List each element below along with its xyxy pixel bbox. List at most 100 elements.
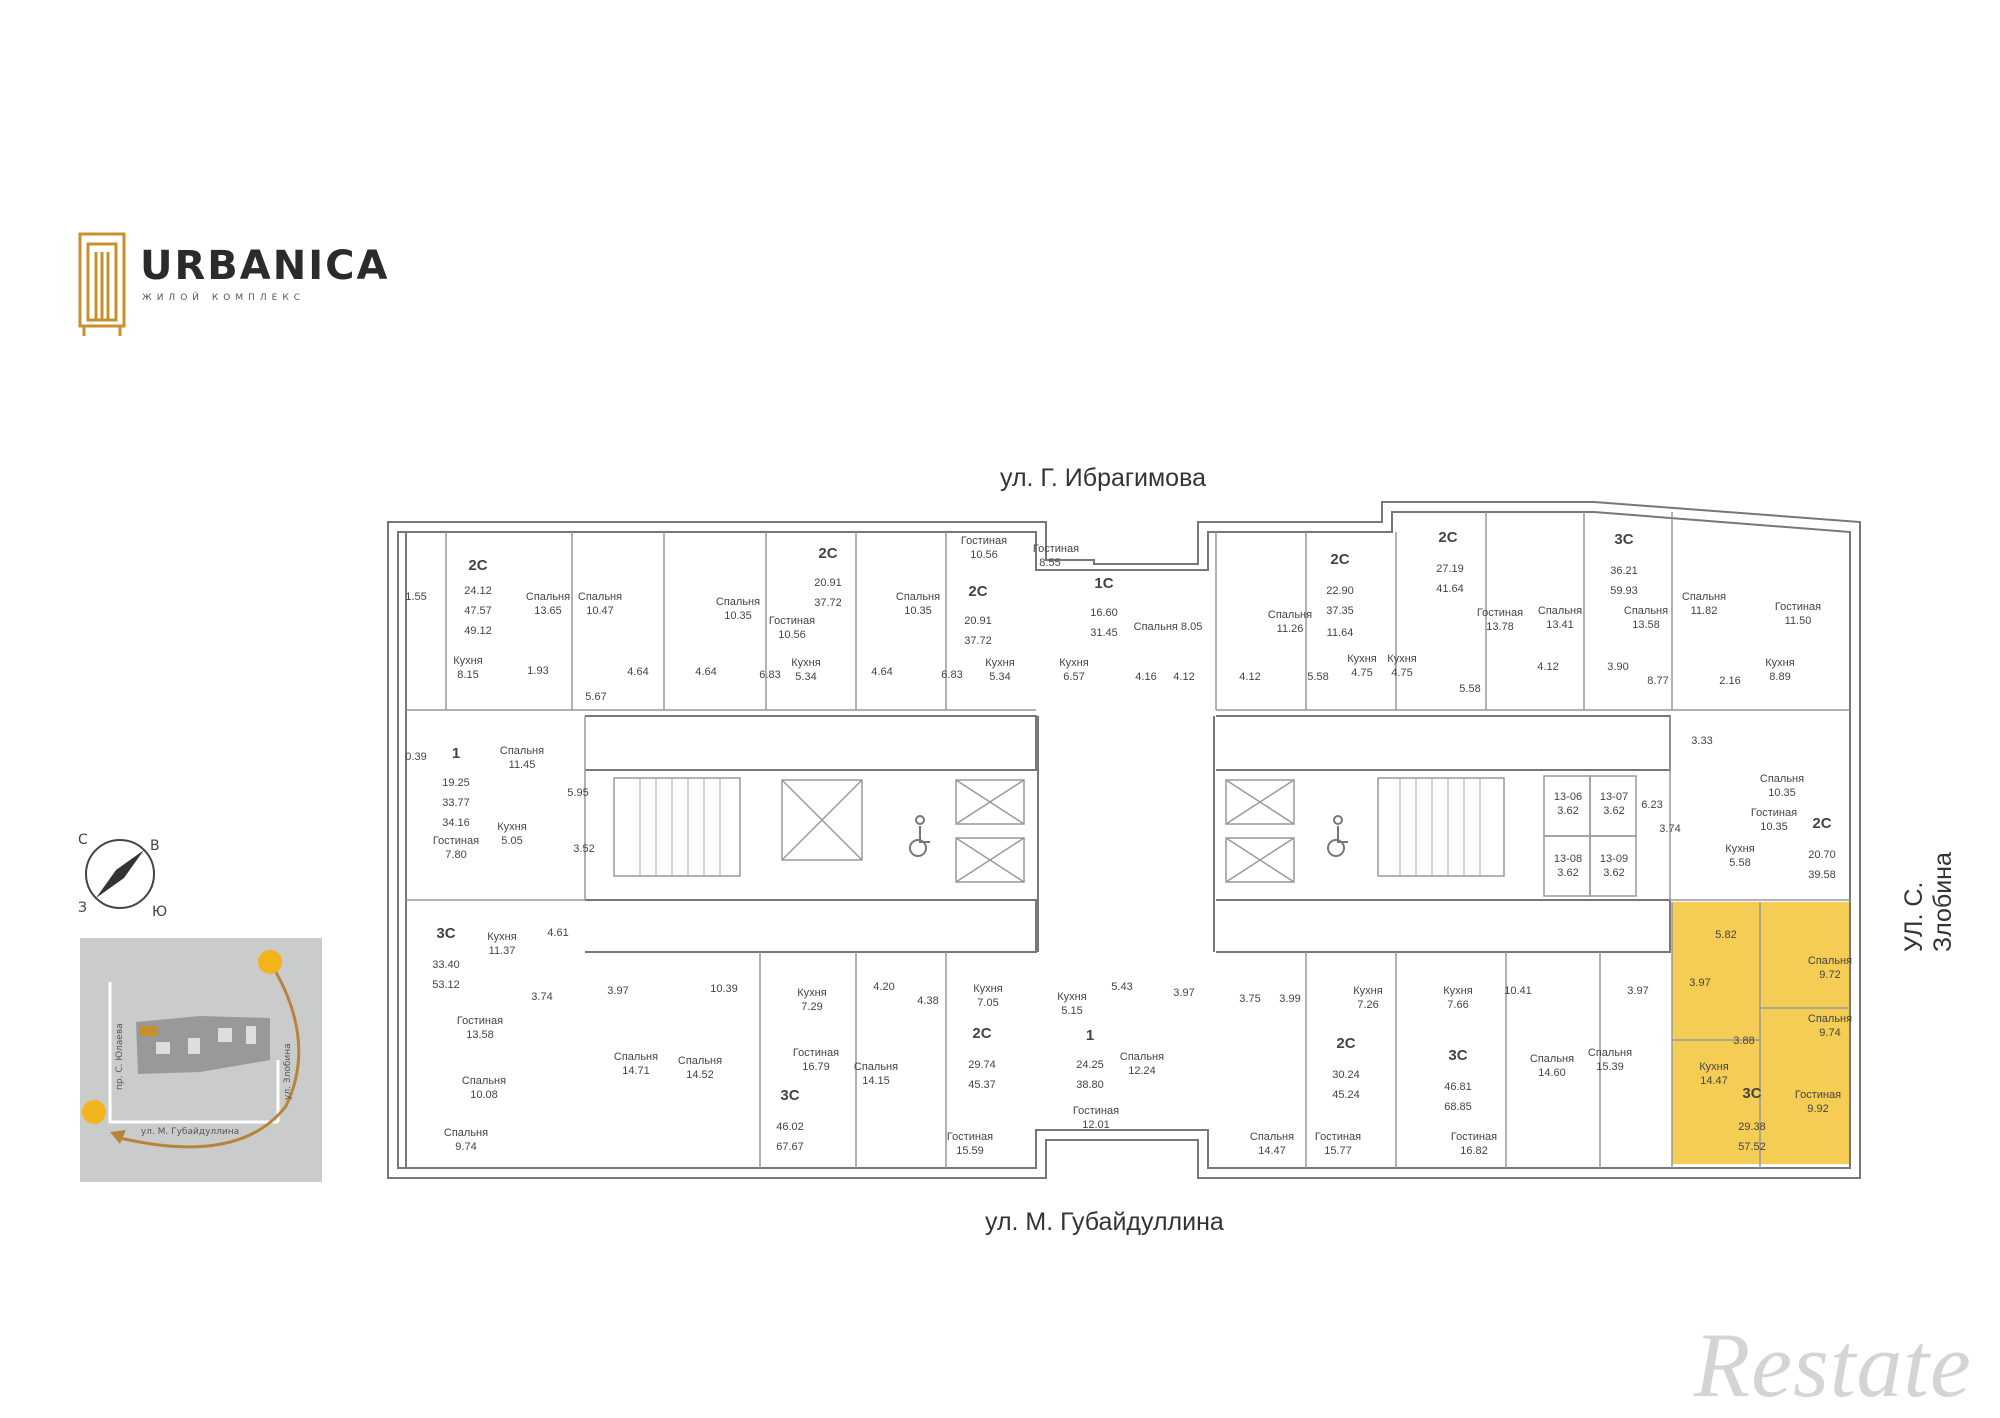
room-label: 3.88: [1733, 1035, 1754, 1047]
room-label: 14.47: [1258, 1145, 1286, 1157]
room-label: 13.58: [466, 1029, 494, 1041]
room-label: 14.15: [862, 1075, 890, 1087]
room-label: Спальня: [896, 591, 940, 603]
room-label: 10.08: [470, 1089, 498, 1101]
room-label: Спальня: [526, 591, 570, 603]
room-label: Кухня: [1699, 1061, 1728, 1073]
compass-east: В: [150, 838, 160, 854]
room-label: 14.71: [622, 1065, 650, 1077]
room-label: 5.43: [1111, 981, 1132, 993]
room-label: Кухня: [1059, 657, 1088, 669]
room-label: 37.72: [964, 635, 992, 647]
room-label: 4.75: [1351, 667, 1372, 679]
selected-apartment-highlight[interactable]: [1672, 902, 1850, 1164]
room-label: Спальня: [1808, 955, 1852, 967]
room-label: 9.72: [1819, 969, 1840, 981]
room-label: 16.60: [1090, 607, 1118, 619]
room-label: Спальня: [1588, 1047, 1632, 1059]
room-label: 11.82: [1691, 605, 1718, 617]
room-label: Спальня: [716, 596, 760, 608]
accessibility-icon: [909, 815, 1348, 857]
room-label: 6.83: [759, 669, 780, 681]
room-label: 3.97: [607, 985, 628, 997]
interior-walls: [406, 512, 1850, 1168]
room-label: Гостиная: [769, 615, 815, 627]
room-label: Кухня: [487, 931, 516, 943]
room-label: 9.74: [1819, 1027, 1840, 1039]
room-label: Гостиная: [947, 1131, 993, 1143]
room-label: 24.12: [464, 585, 492, 597]
room-label: 1C: [1094, 575, 1113, 592]
room-label: 7.66: [1447, 999, 1468, 1011]
room-label: 5.34: [989, 671, 1010, 683]
room-label: Гостиная: [961, 535, 1007, 547]
room-label: 10.35: [724, 610, 752, 622]
room-label: Кухня: [1057, 991, 1086, 1003]
room-label: 45.37: [968, 1079, 996, 1091]
room-label: 1.93: [527, 665, 548, 677]
room-label: 22.90: [1326, 585, 1354, 597]
room-label: 14.47: [1700, 1075, 1728, 1087]
room-label: Гостиная: [1477, 607, 1523, 619]
room-label: 11.50: [1785, 615, 1812, 627]
room-label: 3.97: [1173, 987, 1194, 999]
room-label: 8.77: [1647, 675, 1668, 687]
room-label: 13-06: [1554, 791, 1582, 803]
room-label: Спальня: [1682, 591, 1726, 603]
room-label: 2C: [968, 583, 987, 600]
room-label: Спальня: [1120, 1051, 1164, 1063]
room-label: 39.58: [1808, 869, 1836, 881]
room-label: 15.39: [1596, 1061, 1624, 1073]
compass-south: Ю: [152, 904, 167, 920]
room-label: Спальня: [1538, 605, 1582, 617]
room-label: 37.72: [814, 597, 842, 609]
room-label: 2C: [1330, 551, 1349, 568]
room-label: 37.35: [1326, 605, 1354, 617]
room-label: 13-08: [1554, 853, 1582, 865]
room-label: Гостиная: [1073, 1105, 1119, 1117]
room-label: Кухня: [1443, 985, 1472, 997]
room-label: 14.60: [1538, 1067, 1566, 1079]
room-label: Кухня: [797, 987, 826, 999]
room-label: 20.91: [964, 615, 992, 627]
room-label: 9.74: [455, 1141, 476, 1153]
room-label: 4.12: [1239, 671, 1260, 683]
room-label: Гостиная: [1751, 807, 1797, 819]
room-label: 20.70: [1808, 849, 1836, 861]
room-label: Гостиная: [1775, 601, 1821, 613]
room-label: Кухня: [985, 657, 1014, 669]
room-label: 7.80: [445, 849, 466, 861]
room-label: Спальня: [1250, 1131, 1294, 1143]
room-label: 3C: [436, 925, 455, 942]
room-label: 5.95: [567, 787, 588, 799]
room-label: 13.58: [1632, 619, 1660, 631]
street-top: ул. Г. Ибрагимова: [1000, 464, 1206, 492]
room-label: 5.58: [1307, 671, 1328, 683]
room-label: 29.74: [968, 1059, 996, 1071]
room-label: Кухня: [791, 657, 820, 669]
room-label: 33.77: [442, 797, 470, 809]
room-label: 38.80: [1076, 1079, 1104, 1091]
room-label: 15.59: [956, 1145, 984, 1157]
room-label: 16.82: [1460, 1145, 1488, 1157]
room-label: 47.57: [464, 605, 492, 617]
room-label: 10.35: [904, 605, 932, 617]
room-label: Спальня: [462, 1075, 506, 1087]
room-label: Кухня: [1347, 653, 1376, 665]
room-label: 34.16: [442, 817, 470, 829]
brand-subtitle: ЖИЛОЙ КОМПЛЕКС: [142, 293, 306, 303]
room-label: 6.57: [1063, 671, 1084, 683]
room-label: Гостиная: [1795, 1089, 1841, 1101]
street-bottom: ул. М. Губайдуллина: [985, 1208, 1224, 1236]
room-label: 5.05: [501, 835, 522, 847]
room-label: 24.25: [1076, 1059, 1104, 1071]
room-label: 13-09: [1600, 853, 1628, 865]
room-label: 5.58: [1729, 857, 1750, 869]
room-label: 15.77: [1324, 1145, 1352, 1157]
room-label: 2C: [1438, 529, 1457, 546]
room-label: 3.52: [573, 843, 594, 855]
room-label: 3.62: [1557, 805, 1578, 817]
room-label: 11.45: [509, 759, 536, 771]
room-label: 3.90: [1607, 661, 1628, 673]
